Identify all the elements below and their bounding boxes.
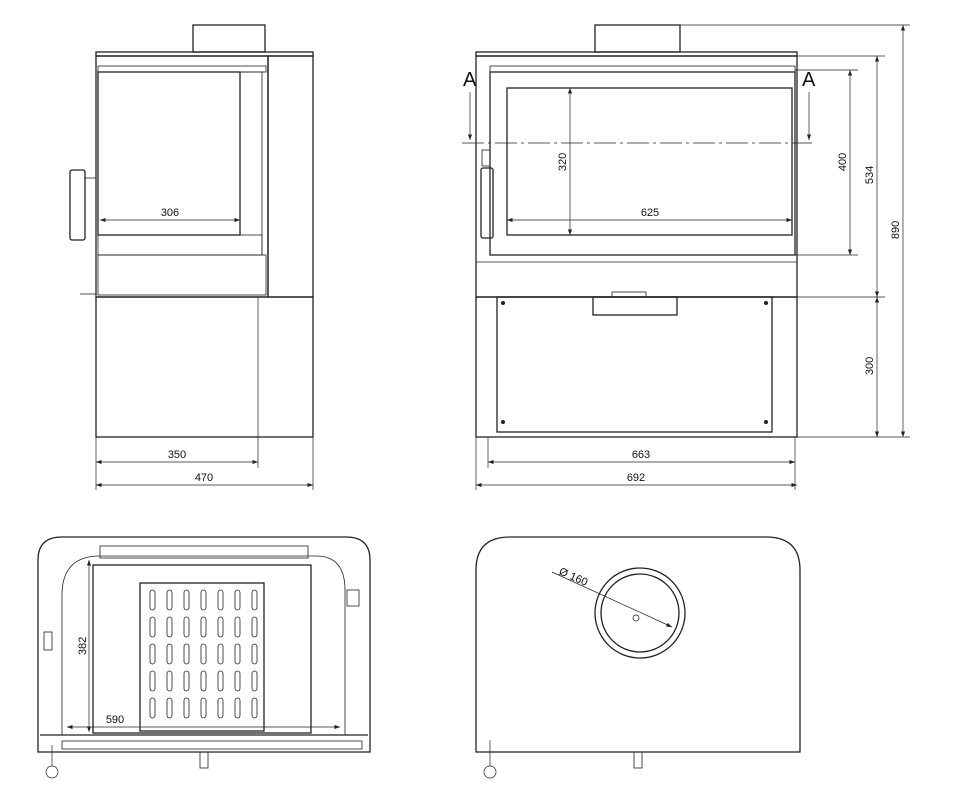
ash-drawer-handle (592, 296, 678, 316)
firebox (92, 564, 312, 734)
dim-306: 306 (161, 207, 179, 219)
grate-slot (234, 589, 241, 611)
grate-slot (166, 670, 173, 692)
door-frame (489, 71, 796, 256)
section-view: 382 590 (37, 536, 371, 779)
dim-320: 320 (557, 153, 569, 171)
side-door (95, 55, 269, 298)
grate-slot (217, 616, 224, 638)
dim-890: 890 (890, 221, 902, 239)
grate-slot (234, 616, 241, 638)
top-plate (475, 536, 801, 753)
flue-outer (594, 567, 686, 659)
grate-slot (200, 589, 207, 611)
grate-slot (234, 643, 241, 665)
front-glass (506, 87, 793, 236)
grate-slot (166, 616, 173, 638)
grate-slot (251, 616, 258, 638)
grate-slot (166, 697, 173, 719)
door-handle (69, 169, 86, 241)
grate-slot (183, 589, 190, 611)
dim-625: 625 (641, 207, 659, 219)
front-base (475, 296, 798, 438)
grate-slot (166, 643, 173, 665)
side-panel (267, 55, 314, 298)
grate-slot (166, 589, 173, 611)
grate-slot (200, 697, 207, 719)
dim-692: 692 (627, 472, 645, 484)
flue-collar (594, 24, 681, 53)
grate-slot (234, 670, 241, 692)
grate-slot (217, 670, 224, 692)
grate-slot (149, 643, 156, 665)
grate (139, 582, 265, 732)
dim-160: Ø 160 (557, 566, 589, 589)
front-view: A A 320 625 400 534 890 300 663 692 (462, 24, 910, 490)
grate-slot (251, 589, 258, 611)
dim-400: 400 (837, 153, 849, 171)
dim-350: 350 (168, 449, 186, 461)
grate-slot (149, 616, 156, 638)
grate-slot (200, 670, 207, 692)
dim-534: 534 (864, 166, 876, 184)
section-mark-left: A (463, 69, 477, 91)
dim-590: 590 (106, 714, 124, 726)
grate-slot (149, 697, 156, 719)
grate-slot (183, 643, 190, 665)
dim-382: 382 (77, 637, 89, 655)
section-mark-right: A (802, 69, 816, 91)
dim-300: 300 (864, 357, 876, 375)
grate-slot (217, 589, 224, 611)
grate-slot (183, 697, 190, 719)
grate-slot (251, 643, 258, 665)
door-handle (480, 167, 494, 239)
side-base (95, 296, 314, 438)
grate-slot (200, 616, 207, 638)
grate-slot (183, 616, 190, 638)
base-panel (496, 296, 773, 433)
flue-inner (600, 573, 680, 653)
grate-slot (251, 670, 258, 692)
grate-slot (217, 697, 224, 719)
grate-slot (200, 643, 207, 665)
top-view: Ø 160 (475, 536, 801, 779)
side-view: 306 350 470 (69, 24, 314, 490)
front-body (475, 55, 798, 298)
grate-slot (149, 670, 156, 692)
dim-663: 663 (632, 449, 650, 461)
grate-slot (217, 643, 224, 665)
dim-470: 470 (195, 472, 213, 484)
grate-slot (234, 697, 241, 719)
grate-slot (149, 589, 156, 611)
grate-slot (251, 697, 258, 719)
grate-slot (183, 670, 190, 692)
flue-collar (192, 24, 266, 53)
